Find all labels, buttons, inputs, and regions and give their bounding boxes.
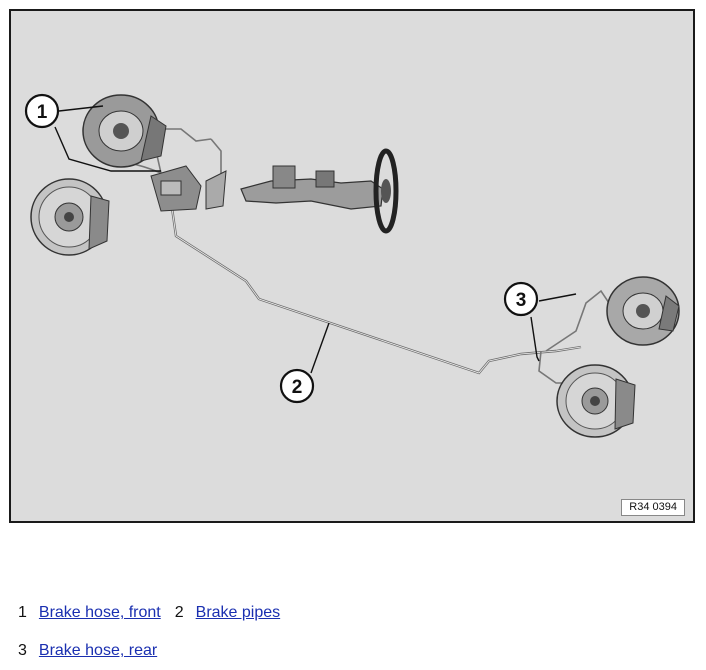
svg-text:1: 1 (37, 102, 48, 123)
legend-link-brake-hose-front[interactable]: Brake hose, front (38, 604, 161, 621)
legend-link-brake-hose-rear[interactable]: Brake hose, rear (38, 642, 158, 659)
svg-text:2: 2 (292, 377, 303, 398)
steering-column (240, 148, 399, 234)
legend-link-brake-pipes[interactable]: Brake pipes (195, 604, 281, 621)
rear-brake-disc (556, 364, 636, 438)
callout-1: 1 (24, 93, 60, 129)
reference-code: R34 0394 (621, 499, 685, 516)
legend-number-2: 2 (174, 604, 184, 621)
callout-2: 2 (279, 368, 315, 404)
svg-text:3: 3 (516, 290, 527, 311)
callout-3: 3 (503, 281, 539, 317)
legend-row-2: 3 Brake hose, rear (18, 642, 157, 660)
front-brake-disc (30, 178, 110, 256)
rear-brake-backing-plate (606, 276, 680, 346)
front-brake-backing-plate (82, 94, 167, 168)
diagram-drawing: 1 2 3 (24, 93, 680, 438)
legend-number-3: 3 (18, 642, 27, 659)
abs-unit (150, 165, 227, 212)
brake-system-diagram: 1 2 3 R34 0394 (9, 9, 695, 523)
legend-number-1: 1 (18, 604, 27, 621)
legend-row-1: 1 Brake hose, front 2 Brake pipes (18, 604, 280, 622)
